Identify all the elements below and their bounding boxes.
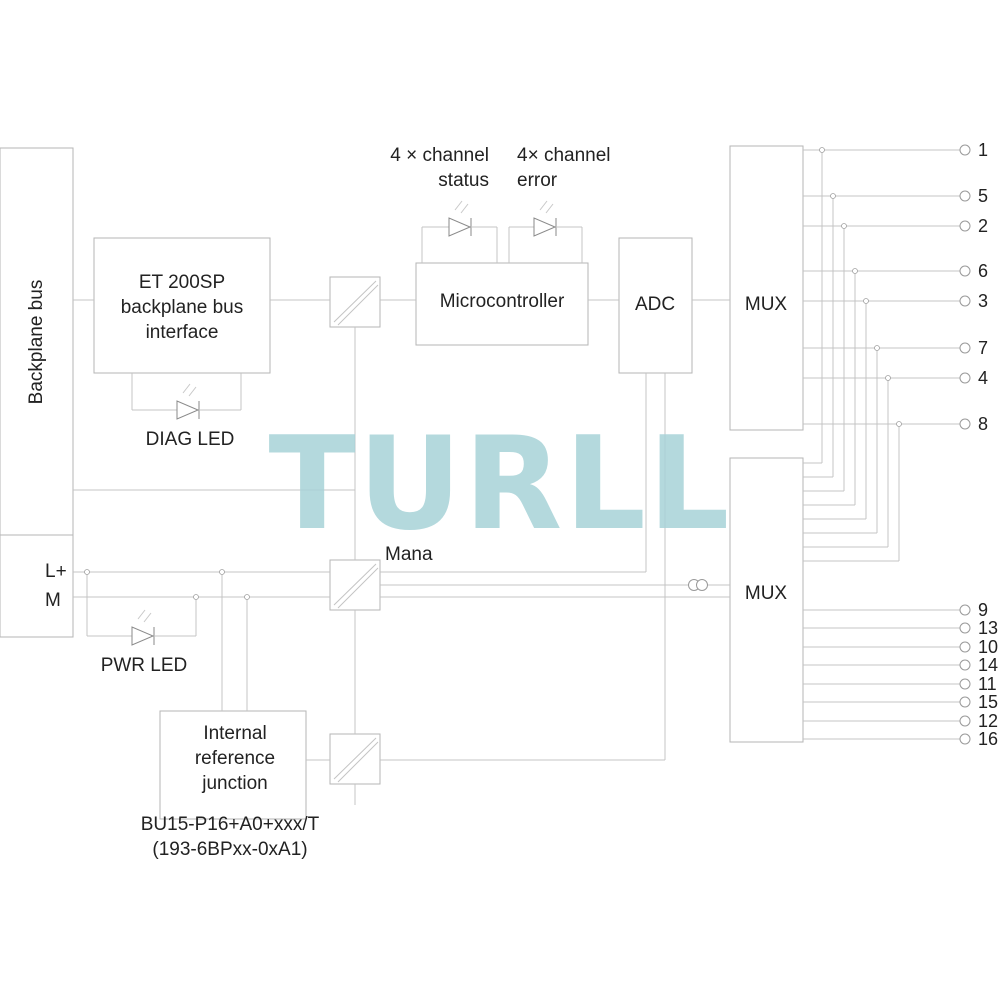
terminal-number: 4 <box>978 368 988 388</box>
junction-dots <box>84 569 250 600</box>
mux-junction-dot <box>841 223 847 229</box>
microcontroller-box <box>415 262 589 346</box>
terminal-number: 5 <box>978 186 988 206</box>
current-source-icon <box>688 579 708 591</box>
bus-interface-label-1: ET 200SP <box>139 272 225 293</box>
terminal-number: 16 <box>978 729 998 749</box>
mux-top-box <box>729 145 804 431</box>
m-label: M <box>45 590 61 611</box>
watermark-logo: TURLL <box>269 410 732 559</box>
mux-junction-dot <box>896 421 902 427</box>
channel-status-label-2: status <box>438 170 489 191</box>
terminal-connector-icon <box>959 604 971 616</box>
internal-reference-box <box>159 710 307 820</box>
channel-error-led-icon <box>533 200 557 237</box>
adc-box <box>618 237 693 374</box>
microcontroller-label: Microcontroller <box>440 291 565 312</box>
internal-ref-label-3: junction <box>201 773 268 794</box>
mux-junction-dot <box>819 147 825 153</box>
isolator-bottom <box>329 733 381 785</box>
terminal-number: 9 <box>978 600 988 620</box>
pwr-led-label: PWR LED <box>101 655 188 676</box>
mux-junction-dot <box>863 298 869 304</box>
terminal-number: 6 <box>978 261 988 281</box>
channel-status-label-1: 4 × channel <box>390 145 489 166</box>
mux-bottom-box <box>729 457 804 743</box>
terminal-number: 7 <box>978 338 988 358</box>
channel-error-label-1: 4× channel <box>517 145 611 166</box>
terminal-number: 11 <box>978 674 997 694</box>
base-unit-label-1: BU15-P16+A0+xxx/T <box>141 814 320 835</box>
isolator-mana <box>329 559 381 611</box>
isolator-top <box>329 276 381 328</box>
terminal-connector-icon <box>959 190 971 202</box>
terminal-connector-icon <box>959 342 971 354</box>
mux-junction-dot <box>830 193 836 199</box>
terminal-connector-icon <box>959 678 971 690</box>
mux-top-label: MUX <box>745 294 788 315</box>
mux-junction-dot <box>852 268 858 274</box>
terminal-connector-icon <box>959 418 971 430</box>
bus-interface-label-2: backplane bus <box>121 297 244 318</box>
power-supply-box <box>0 534 74 638</box>
terminal-connector-icon <box>959 622 971 634</box>
channel-status-led-icon <box>448 200 472 237</box>
base-unit-label-2: (193-6BPxx-0xA1) <box>152 839 307 860</box>
terminal-connector-icon <box>959 659 971 671</box>
terminal-connector-icon <box>959 733 971 745</box>
adc-label: ADC <box>635 294 675 315</box>
terminal-connector-icon <box>959 265 971 277</box>
terminal-number: 10 <box>978 637 998 657</box>
terminal-connector-icon <box>959 295 971 307</box>
terminal-connector-icon <box>959 641 971 653</box>
terminal-connector-icon <box>959 715 971 727</box>
terminal-number: 15 <box>978 692 998 712</box>
mux-junction-dot <box>874 345 880 351</box>
terminal-number: 8 <box>978 414 988 434</box>
backplane-bus-label: Backplane bus <box>26 280 47 405</box>
terminal-number: 12 <box>978 711 998 731</box>
l-plus-label: L+ <box>45 561 67 582</box>
wiring <box>73 226 730 805</box>
bus-interface-box <box>93 237 271 374</box>
terminal-number: 13 <box>978 618 998 638</box>
terminal-connector-icon <box>959 220 971 232</box>
terminal-connector-icon <box>959 372 971 384</box>
bus-interface-label-3: interface <box>146 322 219 343</box>
terminal-number: 2 <box>978 216 988 236</box>
mana-label: Mana <box>385 544 433 565</box>
mux-channel-lines <box>803 147 960 740</box>
mux-junction-dot <box>885 375 891 381</box>
diag-led-icon <box>176 383 200 420</box>
channel-error-label-2: error <box>517 170 558 191</box>
pwr-led-icon <box>131 609 155 646</box>
terminal-number: 1 <box>978 140 988 160</box>
terminal-number: 14 <box>978 655 998 675</box>
terminal-connector-icon <box>959 144 971 156</box>
internal-ref-label-2: reference <box>195 748 275 769</box>
mux-bottom-label: MUX <box>745 583 788 604</box>
diag-led-label: DIAG LED <box>146 429 235 450</box>
terminal-number: 3 <box>978 291 988 311</box>
backplane-bus-box <box>0 147 74 536</box>
internal-ref-label-1: Internal <box>203 723 266 744</box>
terminal-connector-icon <box>959 696 971 708</box>
